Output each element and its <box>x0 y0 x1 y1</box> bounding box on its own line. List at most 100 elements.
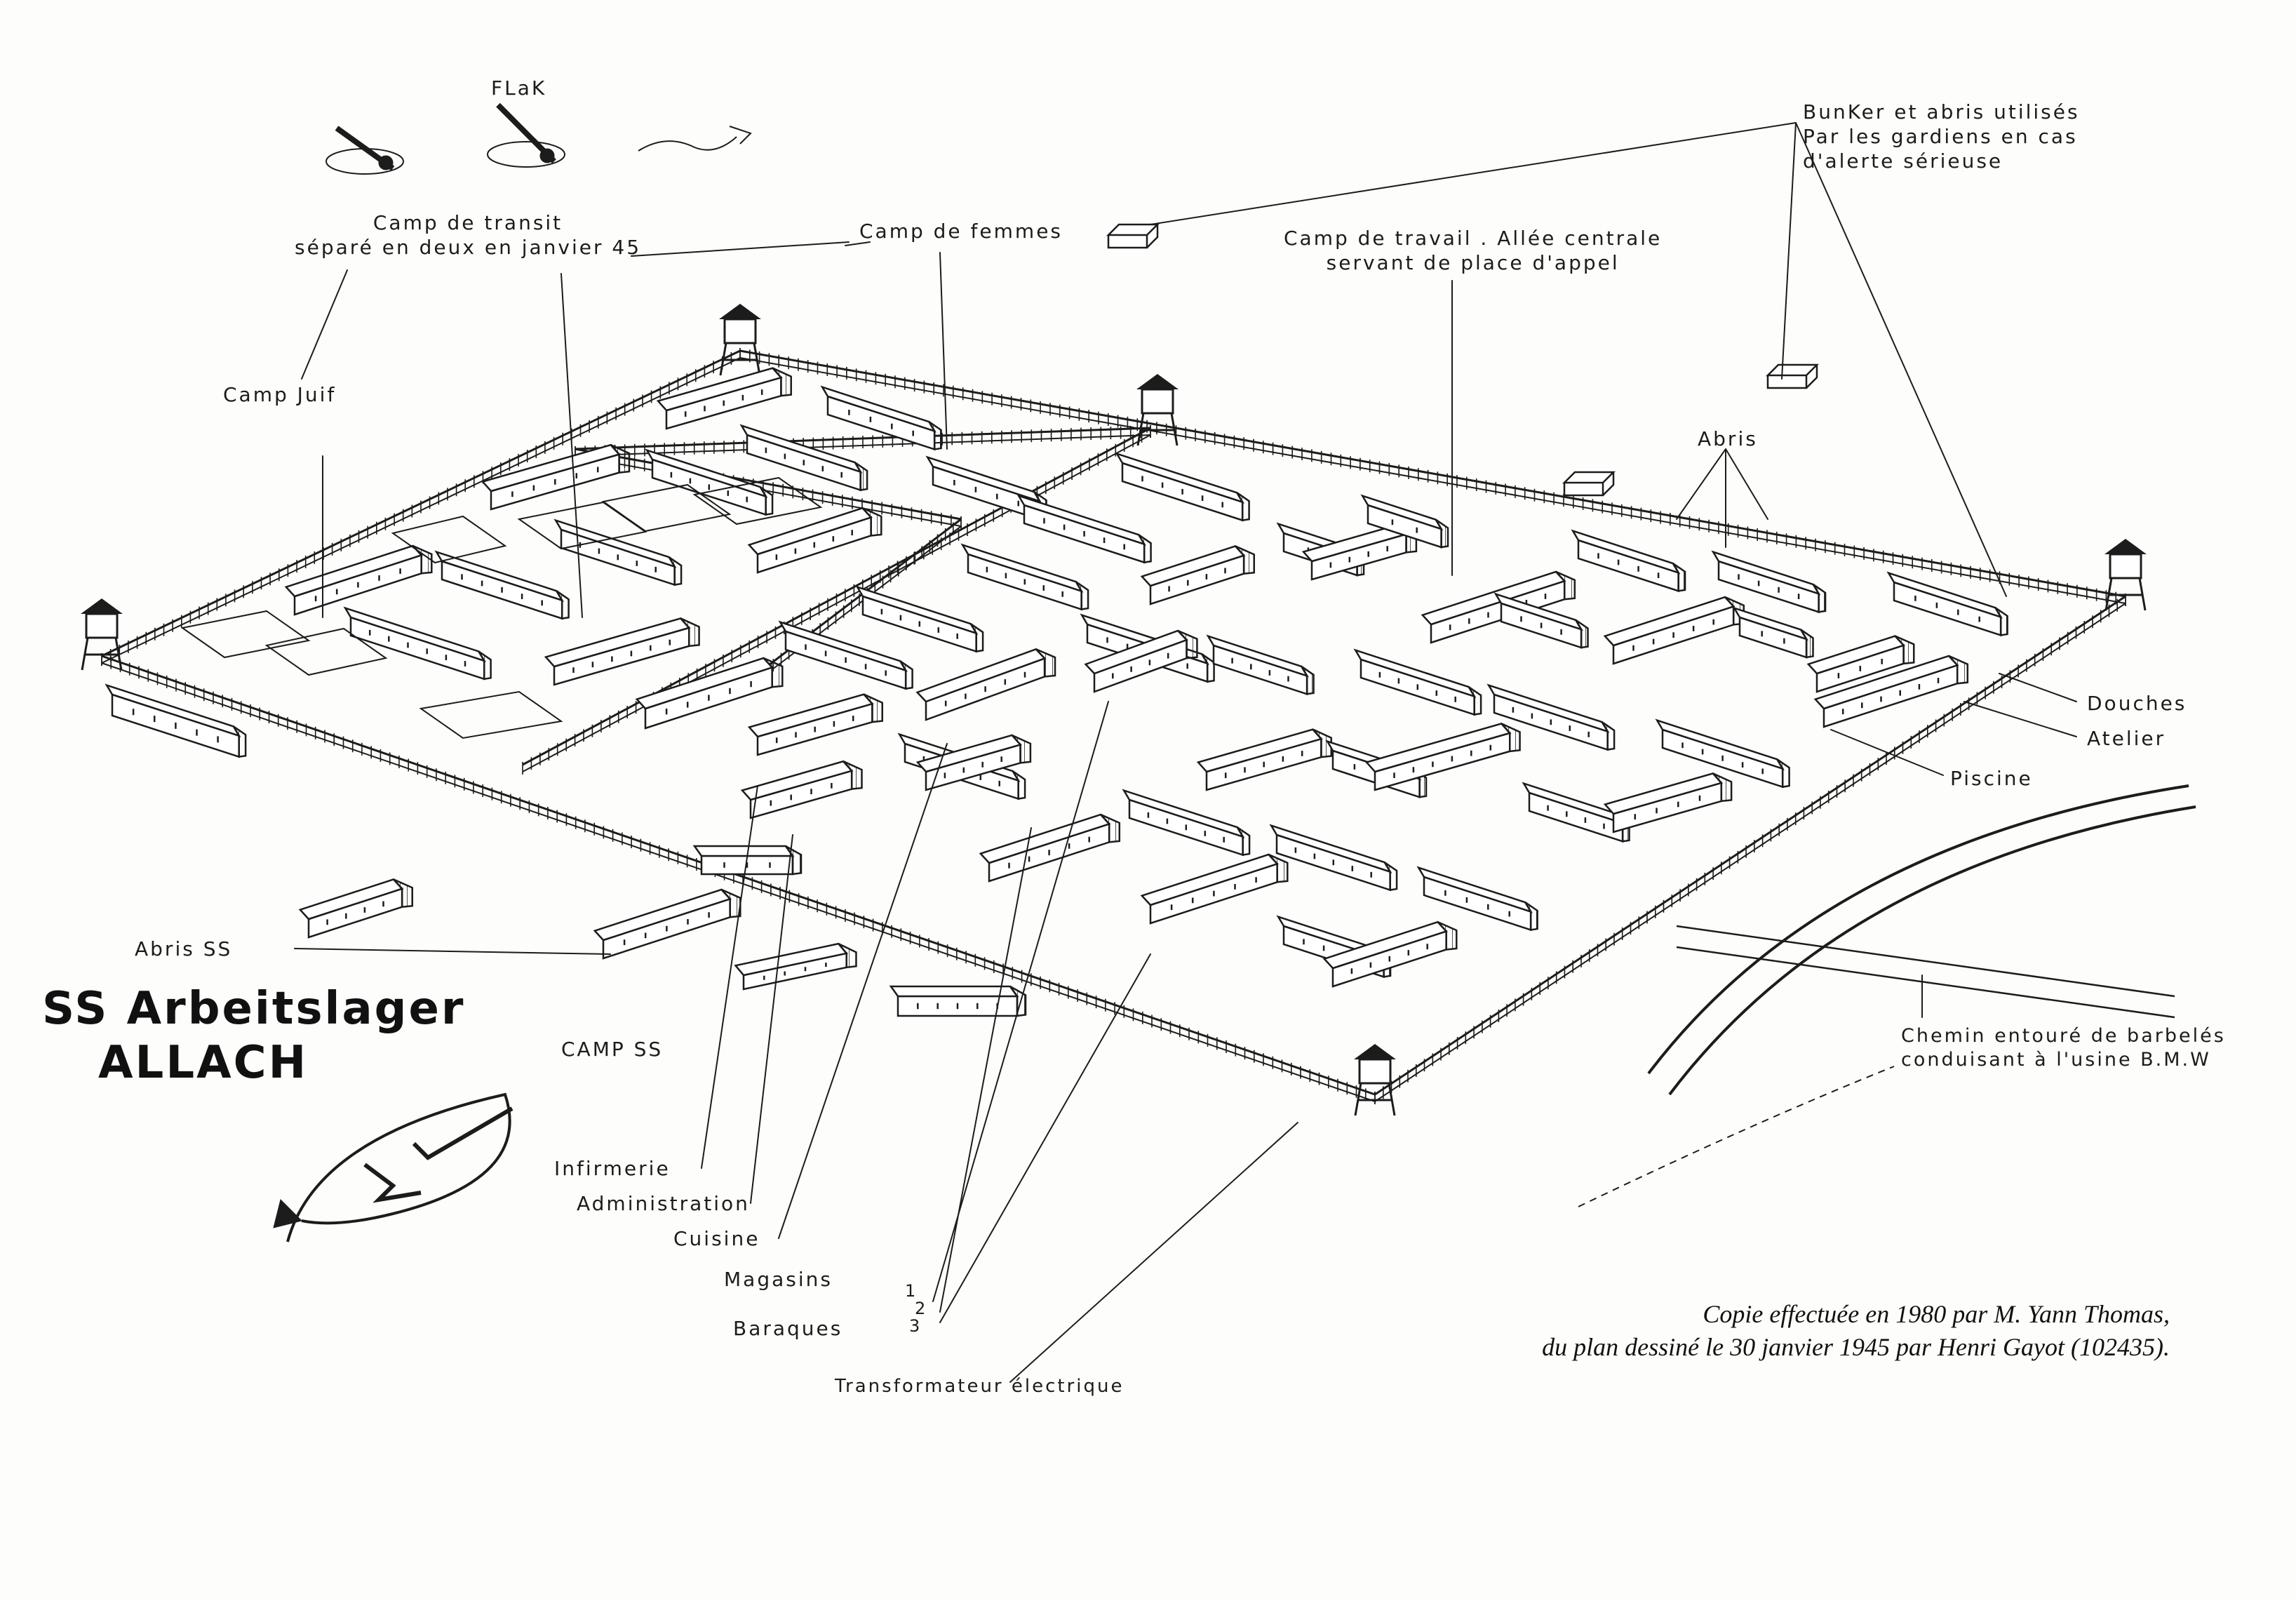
leader-baraque-2 <box>939 827 1032 1313</box>
bunker-3 <box>1562 471 1616 497</box>
flak-gun-3 <box>638 126 752 152</box>
barrack-1 <box>656 367 792 430</box>
barrack-16 <box>544 617 700 686</box>
barrack-42 <box>1364 722 1521 791</box>
barrack-22 <box>1140 544 1255 605</box>
road-to-factory <box>1647 784 2196 1096</box>
barrack-26 <box>1084 629 1198 693</box>
label-camp-femmes: Camp de femmes <box>859 220 1063 243</box>
label-chemin-line2: conduisant à l'usine B.M.W <box>1901 1048 2211 1071</box>
assembly-plot-6 <box>692 476 823 525</box>
assembly-plot-3 <box>419 690 563 739</box>
barrack-10 <box>747 507 882 574</box>
label-cuisine: Cuisine <box>673 1227 760 1250</box>
barrack-32 <box>1711 550 1827 614</box>
barrack-2 <box>820 385 942 451</box>
leader-bunker-1 <box>1150 122 1797 225</box>
label-camp-transit-line1: Camp de transit <box>372 211 563 234</box>
baraque-2: 2 <box>915 1299 928 1319</box>
title-line1: SS Arbeitslager <box>42 983 466 1035</box>
leader-transit-camp <box>560 273 583 618</box>
fence-east-posts <box>1374 594 2126 1104</box>
fence-east-lower <box>1374 603 2126 1102</box>
label-camp-ss: CAMP SS <box>561 1038 664 1061</box>
title-line2: ALLACH <box>98 1036 309 1089</box>
label-atelier: Atelier <box>2087 727 2166 750</box>
barrack-20 <box>915 648 1056 721</box>
logo-circle <box>286 1092 511 1242</box>
barrack-35 <box>1886 571 2008 637</box>
label-bunker-line2: Par les gardiens en cas <box>1803 125 2078 148</box>
leader-lines <box>294 122 2077 1383</box>
title: SS Arbeitslager ALLACH <box>42 982 465 1090</box>
baraque-1: 1 <box>905 1281 918 1301</box>
watchtower-south <box>1354 1044 1396 1116</box>
barrack-14 <box>855 585 984 653</box>
leader-transit-juif <box>301 269 348 380</box>
barrack-51 <box>1140 853 1289 925</box>
bunker-2 <box>1765 363 1820 389</box>
caption-line2: du plan dessiné le 30 janvier 1945 par H… <box>1542 1332 2170 1361</box>
label-bunker-line3: d'alerte sérieuse <box>1803 149 2003 173</box>
label-infirmerie: Infirmerie <box>554 1157 671 1180</box>
fence-east <box>1374 595 2126 1096</box>
barrack-30 <box>1571 529 1686 593</box>
barrack-49 <box>740 760 863 819</box>
barrack-39 <box>1655 718 1790 789</box>
barrack-44 <box>1603 772 1733 833</box>
assembly-plot-1 <box>180 610 311 659</box>
barrack-27 <box>1206 634 1315 695</box>
barrack-8 <box>284 544 433 616</box>
label-bunker: BunKer et abris utilisés Par les gardien… <box>1803 100 2080 173</box>
leader-femmes-camp <box>939 252 948 450</box>
assembly-plot-7 <box>391 515 507 564</box>
barrack-28 <box>1421 570 1576 644</box>
barracks <box>81 304 2147 1116</box>
bunker-1 <box>1106 223 1160 249</box>
barrack-55 <box>889 985 1027 1017</box>
logo-arrowhead <box>273 1199 302 1228</box>
caption-line1: Copie effectuée en 1980 par M. Yann Thom… <box>1703 1300 2170 1328</box>
label-camp-juif: Camp Juif <box>223 383 337 406</box>
barrack-5 <box>645 448 774 516</box>
label-bunker-line1: BunKer et abris utilisés <box>1803 100 2080 123</box>
barrack-25 <box>1360 494 1449 549</box>
barrack-54 <box>1322 920 1458 988</box>
leader-bunker-2 <box>1781 122 1797 380</box>
label-abris: Abris <box>1698 427 1758 450</box>
leader-atelier <box>1963 701 2077 737</box>
barrack-46 <box>915 734 1032 791</box>
caption: Copie effectuée en 1980 par M. Yann Thom… <box>1542 1298 2170 1364</box>
barrack-18 <box>635 657 784 730</box>
leader-baraque-3 <box>939 953 1151 1323</box>
leader-douches <box>1999 673 2077 702</box>
barrack-43 <box>1522 782 1630 843</box>
label-chemin: Chemin entouré de barbelés conduisant à … <box>1901 1024 2226 1072</box>
label-camp-travail: Camp de travail . Allée centrale servant… <box>1284 226 1662 275</box>
barrack-38 <box>1486 683 1616 751</box>
label-administration: Administration <box>577 1192 750 1215</box>
label-magasins: Magasins <box>724 1268 833 1291</box>
logo-lightning <box>363 1106 513 1203</box>
watchtower-east <box>2104 539 2147 611</box>
barrack-4 <box>481 443 631 511</box>
leader-baraque-1 <box>932 701 1109 1302</box>
barrack-13 <box>960 543 1089 611</box>
barrack-15 <box>343 606 492 681</box>
label-chemin-line1: Chemin entouré de barbelés <box>1901 1025 2226 1047</box>
leader-administration <box>750 834 793 1204</box>
leader-femmes-arrow <box>845 241 871 246</box>
leader-transformateur <box>1009 1122 1298 1383</box>
barrack-11 <box>1016 494 1152 564</box>
label-douches: Douches <box>2087 692 2187 715</box>
barrack-60 <box>692 845 803 876</box>
barrack-36 <box>1806 635 1915 693</box>
fence-north-lower <box>739 357 2126 604</box>
assembly-plot-2 <box>264 627 388 676</box>
barrack-56 <box>734 942 857 991</box>
barrack-24 <box>1301 523 1418 581</box>
leader-infirmerie <box>701 785 758 1169</box>
barrack-57 <box>105 683 247 758</box>
label-baraques: Baraques <box>733 1317 843 1340</box>
